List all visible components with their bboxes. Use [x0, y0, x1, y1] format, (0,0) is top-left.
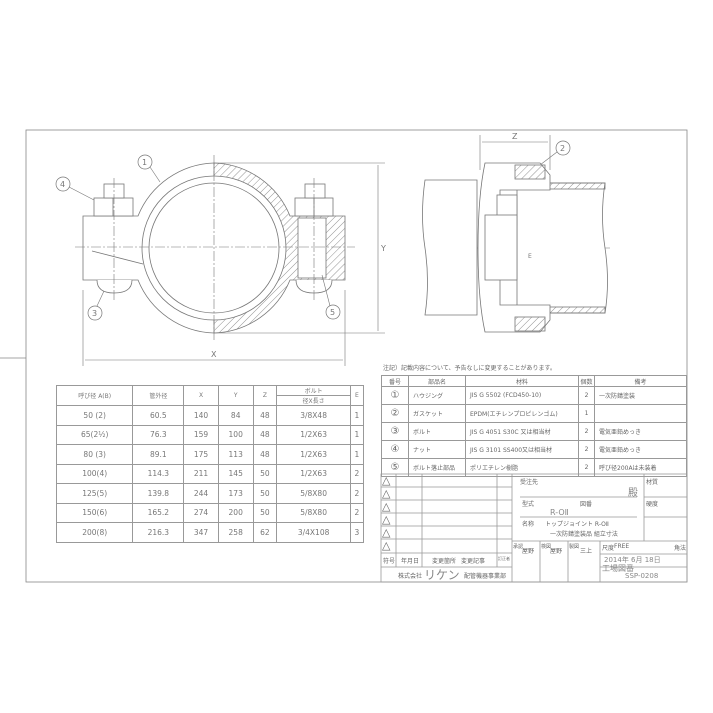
factory-drawing-no: SSP-0208 — [625, 572, 659, 580]
revision-triangle-icon: △ — [382, 474, 391, 487]
customer-label: 受注先 — [520, 479, 539, 486]
drawn-by: 三上 — [580, 548, 593, 555]
approved-label: 承認 — [513, 544, 524, 550]
drawing-no-label: 図番 — [580, 501, 593, 508]
revision-triangle-icon: △ — [382, 526, 391, 539]
dim-y-label: Y — [380, 244, 386, 253]
callout-leaders — [68, 151, 558, 307]
table-cell: 258 — [217, 522, 254, 543]
drawing-frame — [25, 129, 688, 583]
dim-x-label: X — [211, 350, 217, 359]
header-od: 管外径 — [132, 385, 185, 406]
callout-3: 3 — [92, 309, 97, 318]
table-cell: 76.3 — [132, 424, 185, 445]
table-cell: 3 — [349, 522, 365, 543]
drawn-label: 製図 — [569, 544, 580, 550]
hardness-label: 硬度 — [646, 501, 659, 508]
rev-header-description: 変更記事 — [461, 558, 486, 565]
header-e: E — [349, 385, 365, 406]
model-value: R-OⅡ — [550, 508, 569, 517]
rev-header-date: 年月日 — [401, 558, 420, 565]
checked-by: 屋野 — [550, 548, 563, 555]
dim-z-label: Z — [512, 132, 518, 141]
revision-triangle-icon: △ — [382, 513, 391, 526]
product-name-line1: トップジョイント R-OⅡ — [545, 521, 609, 528]
customer-suffix: 殿 — [628, 488, 638, 499]
rev-header-corrector: 訂正者 — [498, 556, 510, 561]
scale-value: FREE — [614, 543, 630, 550]
checked-label: 検図 — [541, 544, 552, 550]
factory-drawing-label: 工場図番 — [602, 564, 634, 573]
callout-2: 2 — [560, 144, 565, 153]
material-label: 材質 — [646, 479, 659, 486]
rev-header-location: 変更箇所 — [432, 558, 457, 565]
table-cell: 200(8) — [55, 522, 134, 543]
side-view — [422, 162, 608, 333]
table-cell: 2 — [349, 483, 365, 504]
revision-triangle-icon: △ — [382, 487, 391, 500]
callout-4: 4 — [60, 180, 65, 189]
scale-label: 尺度 — [602, 545, 615, 552]
table-cell: 2 — [349, 502, 365, 523]
company-prefix: 株式会社 — [398, 573, 423, 580]
dimension-lines — [82, 135, 551, 366]
revision-triangle-icon: △ — [382, 500, 391, 513]
table-cell: 216.3 — [132, 522, 185, 543]
company-department: 配管機器事業部 — [464, 573, 507, 580]
approved-by: 屋野 — [522, 548, 535, 555]
header-y: Y — [217, 385, 254, 406]
header-x: X — [183, 385, 219, 406]
company-logo: リケン — [424, 568, 460, 582]
callout-5: 5 — [330, 308, 335, 317]
name-label: 名称 — [522, 521, 535, 528]
callout-1: 1 — [142, 158, 147, 167]
revision-triangle-icon: △ — [382, 539, 391, 552]
header-nominal: 呼び径 A(B) — [55, 385, 134, 406]
product-name-line2: 一次防錆塗装品 組立寸法 — [550, 531, 618, 538]
table-cell: 1 — [349, 405, 365, 426]
projection-label: 角法 — [674, 545, 687, 552]
dim-e-label: E — [528, 253, 532, 260]
model-label: 型式 — [522, 501, 535, 508]
note-text: 注記）記載内容について、予告なしに変更することがあります。 — [383, 365, 556, 372]
drawing-date: 2014年 6月 18日 — [604, 556, 661, 564]
parts-cell: ポリエチレン樹脂 — [465, 458, 579, 477]
parts-cell: 呼び径200Aは未装着 — [594, 458, 687, 477]
rev-header-symbol: 符号 — [383, 558, 396, 565]
table-cell: 3/4X108 — [276, 522, 351, 543]
table-cell: 347 — [183, 522, 219, 543]
